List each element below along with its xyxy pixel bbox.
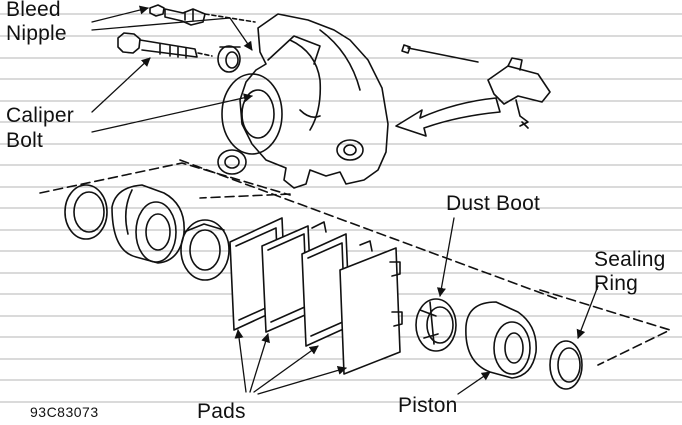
bleed-nipple-label-line2: Nipple xyxy=(6,22,67,45)
caliper-bolt-label-line2: Bolt xyxy=(6,129,43,152)
pads-label: Pads xyxy=(197,400,246,423)
sealing-ring-label-line1: Sealing xyxy=(594,248,666,271)
right-dust-boot xyxy=(415,298,457,352)
right-piston-part xyxy=(465,301,537,379)
sealing-ring-part xyxy=(549,340,583,390)
left-dust-boot xyxy=(180,219,230,281)
dust-boot-label: Dust Boot xyxy=(446,192,541,215)
sealing-ring-label-line2: Ring xyxy=(594,272,638,295)
assembly-dashed-lines xyxy=(39,159,671,366)
retaining-clip-part xyxy=(401,44,551,129)
caliper-bolt-part xyxy=(117,32,213,59)
bleed-nipple-label-line1: Bleed xyxy=(6,0,61,21)
figure-id-label: 93C83073 xyxy=(30,404,99,420)
piston-label: Piston xyxy=(398,394,458,417)
guide-bushing-part xyxy=(217,45,241,73)
caliper-bolt-label-line1: Caliper xyxy=(6,104,74,127)
outer-seal-ring-left xyxy=(64,184,108,240)
leader-lines xyxy=(91,5,599,395)
left-piston-part xyxy=(111,184,185,264)
removal-direction-arrow xyxy=(395,97,501,137)
caliper-body xyxy=(217,13,389,189)
brake-pads-group xyxy=(229,217,403,375)
bleed-nipple-part xyxy=(149,4,256,26)
